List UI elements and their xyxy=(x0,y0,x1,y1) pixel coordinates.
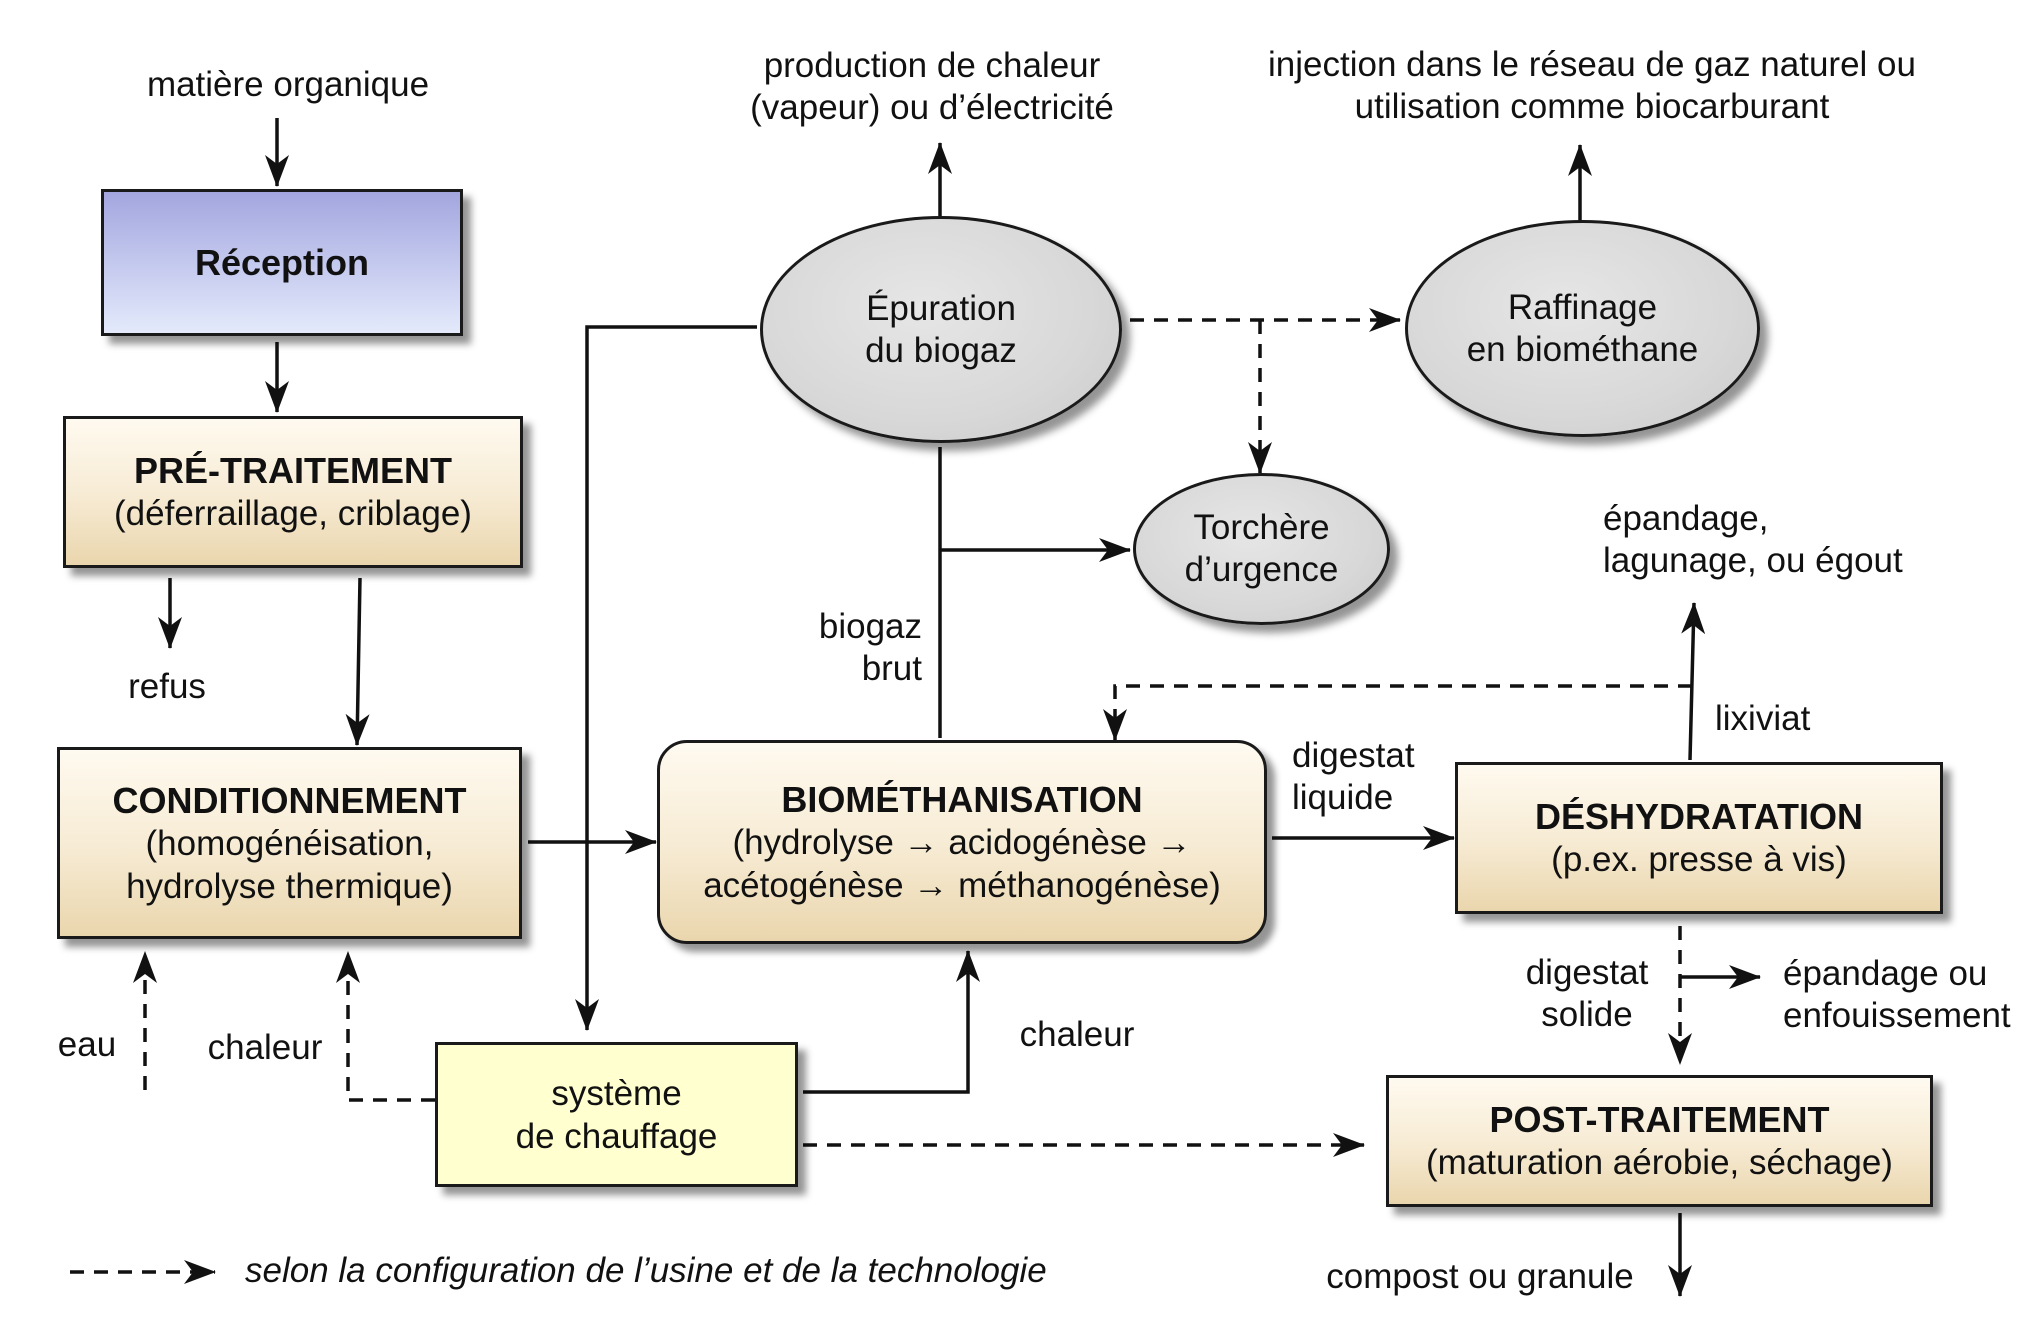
reception-box: Réception xyxy=(101,189,463,336)
reception-title: Réception xyxy=(194,242,370,283)
epandage-lagunage-line2: lagunage, ou égout xyxy=(1603,541,1903,580)
eau-label: eau xyxy=(57,1025,117,1064)
pretraitement-subtitle: (déferraillage, criblage) xyxy=(114,494,472,533)
deshydratation-title: DÉSHYDRATATION xyxy=(1535,796,1863,837)
biomethanisation-box: BIOMÉTHANISATION (hydrolyse → acidogénès… xyxy=(657,740,1267,944)
refus-label: refus xyxy=(128,667,206,706)
conditionnement-subtitle-line1: (homogénéisation, xyxy=(145,823,434,863)
deshydratation-subtitle: (p.ex. presse à vis) xyxy=(1551,840,1847,879)
compost-label: compost ou granule xyxy=(1326,1257,1634,1296)
posttraitement-box: POST-TRAITEMENT (maturation aérobie, séc… xyxy=(1386,1075,1933,1207)
conditionnement-box: CONDITIONNEMENT (homogénéisation, hydrol… xyxy=(57,747,522,939)
digestat-liquide-line2: liquide xyxy=(1292,778,1394,817)
biogaz-brut-line1: biogaz xyxy=(818,607,922,646)
raffinage-line1: Raffinage xyxy=(1507,287,1658,327)
legend-text: selon la configuration de l’usine et de … xyxy=(245,1251,1047,1290)
chaleur-left-label: chaleur xyxy=(207,1028,323,1067)
posttraitement-title: POST-TRAITEMENT xyxy=(1489,1099,1830,1140)
conditionnement-subtitle-line2: hydrolyse thermique) xyxy=(126,866,453,906)
digestat-liquide-line1: digestat xyxy=(1292,736,1415,775)
injection-label-line2: utilisation comme biocarburant xyxy=(1354,87,1830,126)
biogaz-brut-line2: brut xyxy=(861,649,922,688)
biomethanisation-title: BIOMÉTHANISATION xyxy=(781,778,1143,820)
digestat-solide-line1: digestat xyxy=(1525,953,1649,992)
torchere-ellipse: Torchère d’urgence xyxy=(1133,473,1390,625)
pretraitement-title: PRÉ-TRAITEMENT xyxy=(134,450,452,491)
epandage-lagunage-line1: épandage, xyxy=(1603,499,1769,538)
raffinage-line2: en biométhane xyxy=(1466,329,1699,369)
epuration-ellipse: Épuration du biogaz xyxy=(760,216,1122,443)
digestat-solide-line2: solide xyxy=(1541,995,1633,1034)
arrow-chauffage-to-biomethanisation xyxy=(803,950,980,1094)
chaleur-middle-label: chaleur xyxy=(1019,1015,1135,1054)
injection-label-line1: injection dans le réseau de gaz naturel … xyxy=(1268,45,1916,84)
dashed-arrow-lixiviat-recirculation xyxy=(1103,684,1692,741)
arrow-pretraitement-to-conditionnement xyxy=(345,577,370,746)
epandage-enfouissement-line1: épandage ou xyxy=(1783,954,1988,993)
production-label-line1: production de chaleur xyxy=(763,46,1101,85)
epuration-line1: Épuration xyxy=(866,288,1016,328)
chauffage-box: système de chauffage xyxy=(435,1042,798,1187)
posttraitement-subtitle: (maturation aérobie, séchage) xyxy=(1426,1143,1893,1182)
arrow-epuration-to-chauffage xyxy=(575,325,757,1031)
biomethanisation-subtitle-line1: (hydrolyse → acidogénèse → xyxy=(732,822,1192,862)
input-label: matière organique xyxy=(146,65,430,104)
chauffage-line1: système xyxy=(551,1073,682,1113)
conditionnement-title: CONDITIONNEMENT xyxy=(112,779,467,821)
biomethanisation-subtitle-line2: acétogénèse → méthanogénèse) xyxy=(703,865,1221,905)
production-label-line2: (vapeur) ou d’électricité xyxy=(750,88,1114,127)
torchere-line2: d’urgence xyxy=(1184,550,1339,589)
epuration-line2: du biogaz xyxy=(865,330,1017,370)
lixiviat-label: lixiviat xyxy=(1715,699,1811,738)
pretraitement-box: PRÉ-TRAITEMENT (déferraillage, criblage) xyxy=(63,416,523,568)
dashed-arrow-chaleur-to-conditionnement xyxy=(336,951,435,1102)
raffinage-ellipse: Raffinage en biométhane xyxy=(1405,220,1760,437)
deshydratation-box: DÉSHYDRATATION (p.ex. presse à vis) xyxy=(1455,762,1943,914)
epandage-enfouissement-line2: enfouissement xyxy=(1783,996,2011,1035)
arrow-deshydratation-to-epandage-lagunage xyxy=(1681,602,1706,761)
torchere-line1: Torchère xyxy=(1193,508,1330,547)
chauffage-line2: de chauffage xyxy=(515,1116,718,1156)
